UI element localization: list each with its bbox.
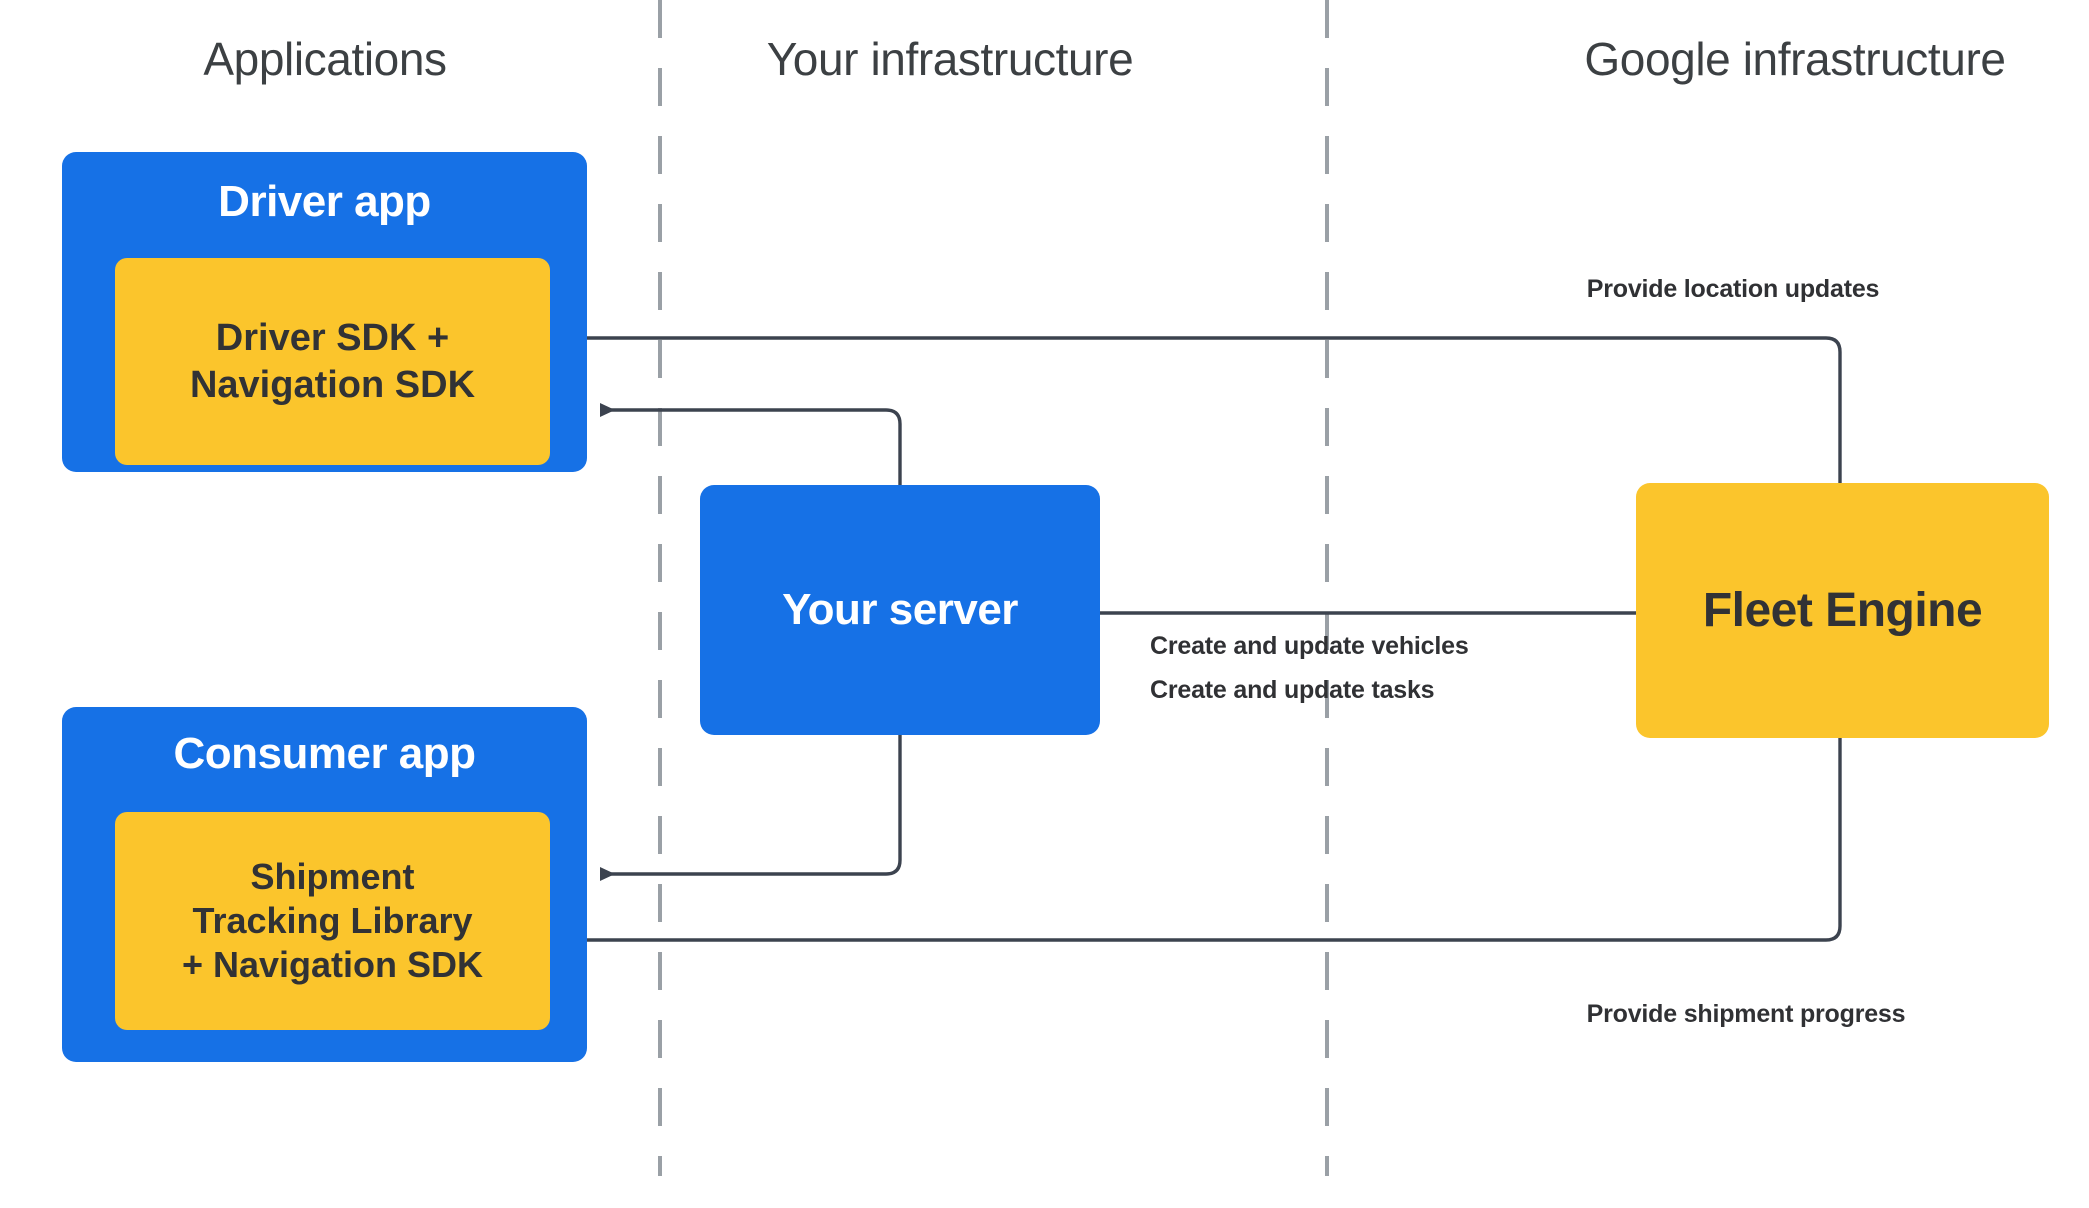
wire-location-updates bbox=[575, 331, 1842, 483]
wire-shipment-progress bbox=[575, 738, 1842, 947]
edge-label-create-update-vehicles: Create and update vehicles bbox=[1150, 632, 1469, 660]
column-header-applications: Applications bbox=[203, 33, 447, 85]
node-fleet-engine[interactable]: Fleet Engine bbox=[1636, 483, 2049, 738]
consumer-sdk-label: Shipment Tracking Library + Navigation S… bbox=[182, 855, 483, 987]
fleet-engine-label: Fleet Engine bbox=[1702, 584, 1983, 637]
driver-sdk-line-2: Navigation SDK bbox=[189, 363, 476, 406]
consumer-sdk-line-3: + Navigation SDK bbox=[181, 943, 484, 985]
node-consumer-sdk[interactable]: Shipment Tracking Library + Navigation S… bbox=[115, 812, 550, 1030]
consumer-app-title: Consumer app bbox=[173, 729, 476, 778]
wire-server-to-consumer bbox=[600, 735, 902, 881]
driver-sdk-line-1: Driver SDK + bbox=[215, 317, 450, 360]
consumer-sdk-line-1: Shipment bbox=[250, 856, 415, 898]
your-server-label: Your server bbox=[782, 585, 1018, 634]
column-header-your-infrastructure: Your infrastructure bbox=[766, 33, 1134, 85]
wire-server-to-driver bbox=[600, 403, 902, 485]
driver-sdk-label: Driver SDK + Navigation SDK bbox=[190, 315, 475, 408]
edge-label-create-update-tasks: Create and update tasks bbox=[1150, 676, 1435, 704]
consumer-sdk-line-2: Tracking Library bbox=[192, 900, 473, 942]
edge-label-shipment-progress: Provide shipment progress bbox=[1586, 1000, 1906, 1028]
node-your-server[interactable]: Your server bbox=[700, 485, 1100, 735]
driver-app-title: Driver app bbox=[218, 177, 431, 226]
edge-label-location-updates: Provide location updates bbox=[1586, 275, 1880, 303]
node-driver-sdk[interactable]: Driver SDK + Navigation SDK bbox=[115, 258, 550, 465]
column-header-google-infrastructure: Google infrastructure bbox=[1584, 33, 2006, 85]
